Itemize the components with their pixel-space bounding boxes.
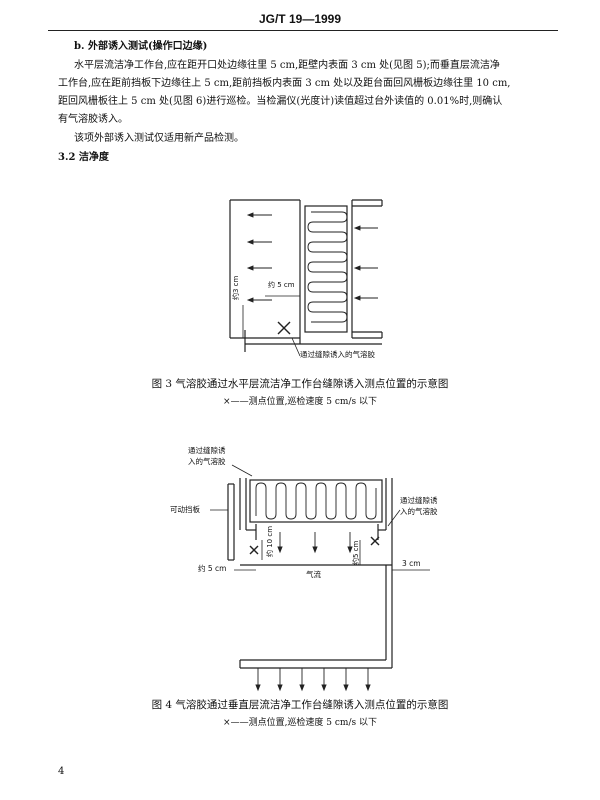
figure-4-label-3cm: 3 cm xyxy=(402,559,421,568)
figure-3-label-5cm: 约 5 cm xyxy=(268,281,295,289)
figure-4-subcaption: ×——测点位置,巡检速度 5 cm/s 以下 xyxy=(223,718,377,728)
doc-code-header: JG/T 19—1999 xyxy=(258,12,342,26)
paragraph-1-line-1: 水平层流洁净工作台,应在距开口处边缘往里 5 cm,距壁内表面 3 cm 处(见… xyxy=(74,60,500,71)
figure-3-label-aerosol: 通过缝隙诱入的气溶胶 xyxy=(300,350,375,359)
figure-4-label-baffle: 可动挡板 xyxy=(170,505,200,514)
figure-4-label-aerosol-right-2: 入的气溶胶 xyxy=(400,507,438,516)
figure-3-caption: 图 3 气溶胶通过水平层流洁净工作台缝隙诱入测点位置的示意图 xyxy=(151,378,449,390)
item-b-title: b. 外部诱入测试(操作口边缘) xyxy=(74,41,208,52)
figure-4-caption: 图 4 气溶胶通过垂直层流洁净工作台缝隙诱入测点位置的示意图 xyxy=(151,699,449,711)
figure-4-label-5cm-left: 约 5 cm xyxy=(198,564,227,573)
paragraph-1-line-2: 工作台,应在距前挡板下边缘往上 5 cm,距前挡板内表面 3 cm 处以及距台面… xyxy=(58,78,511,89)
figure-4-label-aerosol-left-2: 入的气溶胶 xyxy=(188,457,226,466)
header-rule xyxy=(48,30,558,31)
figure-4-label-10cm: 约 10 cm xyxy=(266,525,274,557)
figure-4-label-5cm-vertical: 约5 cm xyxy=(352,540,360,565)
figure-4-label-airflow: 气流 xyxy=(306,570,321,579)
page-number: 4 xyxy=(58,766,65,777)
paragraph-1-line-3: 距回风栅板往上 5 cm 处(见图 6)进行巡检。当检漏仪(光度计)读值超过台外… xyxy=(58,96,503,107)
figure-3-label-3cm: 约3 cm xyxy=(232,275,240,300)
figure-3-subcaption: ×——测点位置,巡检速度 5 cm/s 以下 xyxy=(223,397,377,407)
paragraph-1-line-4: 有气溶胶诱入。 xyxy=(58,114,128,125)
paragraph-2: 该项外部诱入测试仅适用新产品检测。 xyxy=(74,133,244,144)
figure-4-label-aerosol-right-1: 通过缝隙诱 xyxy=(400,496,438,505)
figure-4-label-aerosol-left-1: 通过缝隙诱 xyxy=(188,446,226,455)
section-heading-3-2: 3.2 洁净度 xyxy=(58,152,109,163)
